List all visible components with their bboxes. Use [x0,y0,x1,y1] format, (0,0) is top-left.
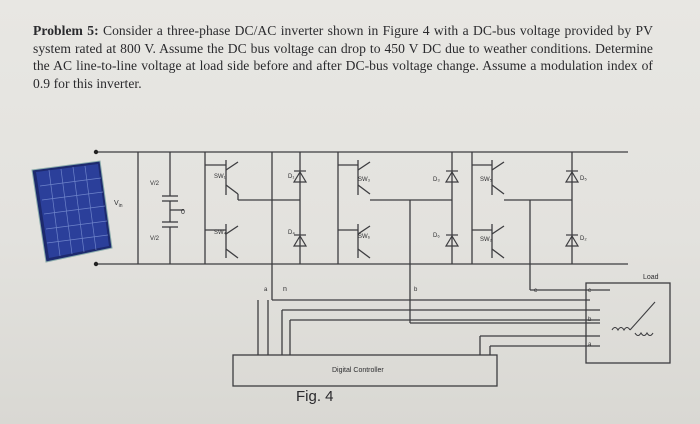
phase-b-label: b [414,287,418,293]
d6-label: D₆ [433,233,440,239]
d5-label: D₅ [580,176,587,182]
sw5-label: SW₅ [480,177,493,183]
midpoint-label: 0 [181,209,185,216]
cap-top-label: V/2 [150,181,160,187]
sw3-label: SW₃ [358,177,371,183]
d3-label: D₃ [433,177,440,183]
load-b-label: b [588,317,592,323]
d4-label: D₄ [288,230,295,236]
pv-panel-icon [31,160,113,263]
load-title: Load [643,274,659,281]
controller-label: Digital Controller [332,367,384,374]
neutral-label: n [283,286,287,293]
sw1-label: SW₁ [214,174,226,180]
load-c-label: c [588,288,591,294]
sw4-label: SW₄ [214,230,227,236]
vin-label: Vin [114,200,123,209]
problem-label: Problem 5: [33,23,99,38]
sw2-label: SW₂ [480,237,493,243]
sw6-label: SW₆ [358,234,371,240]
d2-label: D₂ [580,236,587,242]
phase-a-label: a [264,287,268,293]
phase-c-label: c [534,288,537,294]
cap-bottom-label: V/2 [150,236,160,242]
d1-label: D₁ [288,174,294,180]
load-a-label: a [588,342,592,348]
figure-caption: Fig. 4 [296,388,334,405]
problem-statement: Problem 5: Consider a three-phase DC/AC … [33,22,653,92]
problem-text: Consider a three-phase DC/AC inverter sh… [33,23,653,91]
